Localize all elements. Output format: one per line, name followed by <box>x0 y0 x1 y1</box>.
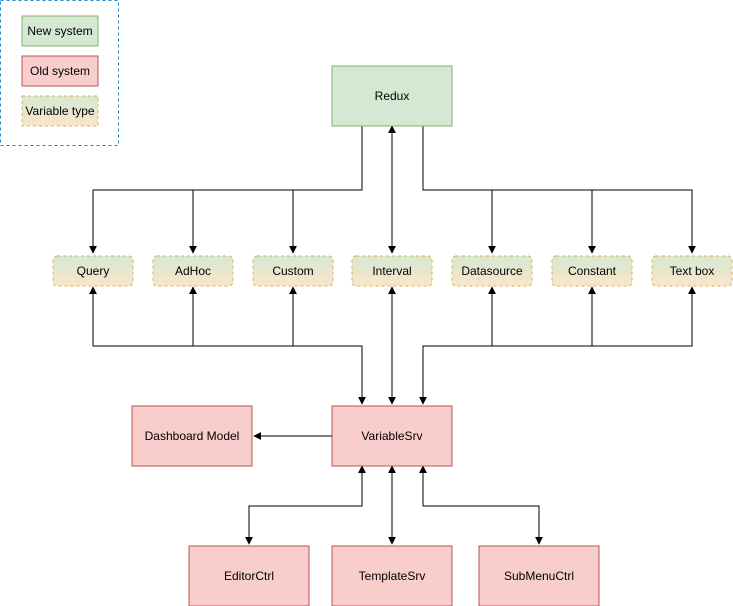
edge-variablesrv-submenuctrl <box>419 465 543 545</box>
node-textbox-label: Text box <box>670 264 715 278</box>
node-constant: Constant <box>551 255 633 287</box>
node-interval-label: Interval <box>372 264 411 278</box>
edge-variablesrv-editorctrl <box>245 465 366 545</box>
node-interval: Interval <box>351 255 433 287</box>
node-template-srv-label: TemplateSrv <box>359 569 426 583</box>
node-textbox: Text box <box>651 255 733 287</box>
node-dashboard-model: Dashboard Model <box>131 405 253 467</box>
edge-query-variablesrv <box>89 286 366 405</box>
node-datasource: Datasource <box>451 255 533 287</box>
node-variable-srv-label: VariableSrv <box>361 429 422 443</box>
node-variable-srv: VariableSrv <box>331 405 453 467</box>
node-constant-label: Constant <box>568 264 617 278</box>
node-template-srv: TemplateSrv <box>331 545 453 606</box>
node-redux-label: Redux <box>375 89 410 103</box>
legend-new-system-swatch <box>21 15 99 47</box>
edge-redux-query <box>89 126 363 254</box>
node-redux-box <box>331 65 453 127</box>
node-adhoc-box <box>152 255 234 287</box>
node-datasource-label: Datasource <box>461 264 523 278</box>
node-datasource-box <box>451 255 533 287</box>
node-editor-ctrl-box <box>188 545 310 606</box>
node-query-box <box>52 255 134 287</box>
legend-new-system-label: New system <box>27 24 92 38</box>
connectors <box>89 125 696 545</box>
node-interval-box <box>351 255 433 287</box>
legend-variable-type: Variable type <box>21 95 99 127</box>
legend-old-system-swatch <box>21 55 99 87</box>
node-custom: Custom <box>252 255 334 287</box>
variable-types: Query AdHoc Custom Interval Datasource C… <box>52 255 733 287</box>
node-dashboard-model-box <box>131 405 253 467</box>
node-submenu-ctrl: SubMenuCtrl <box>478 545 600 606</box>
legend-old-system: Old system <box>21 55 99 87</box>
node-submenu-ctrl-box <box>478 545 600 606</box>
node-redux: Redux <box>331 65 453 127</box>
node-textbox-box <box>651 255 733 287</box>
node-constant-box <box>551 255 633 287</box>
node-custom-box <box>252 255 334 287</box>
node-adhoc: AdHoc <box>152 255 234 287</box>
node-editor-ctrl: EditorCtrl <box>188 545 310 606</box>
edge-textbox-variablesrv <box>419 286 696 405</box>
node-dashboard-model-label: Dashboard Model <box>145 429 240 443</box>
node-template-srv-box <box>331 545 453 606</box>
node-editor-ctrl-label: EditorCtrl <box>224 569 274 583</box>
node-custom-label: Custom <box>272 264 313 278</box>
legend: New system Old system Variable type <box>0 0 119 146</box>
legend-variable-type-label: Variable type <box>25 104 94 118</box>
node-variable-srv-box <box>331 405 453 467</box>
legend-new-system: New system <box>21 15 99 47</box>
node-submenu-ctrl-label: SubMenuCtrl <box>504 569 574 583</box>
node-query: Query <box>52 255 134 287</box>
legend-variable-type-swatch <box>21 95 99 127</box>
edge-redux-datasource <box>422 126 696 254</box>
node-adhoc-label: AdHoc <box>175 264 211 278</box>
legend-old-system-label: Old system <box>30 64 90 78</box>
node-query-label: Query <box>77 264 110 278</box>
